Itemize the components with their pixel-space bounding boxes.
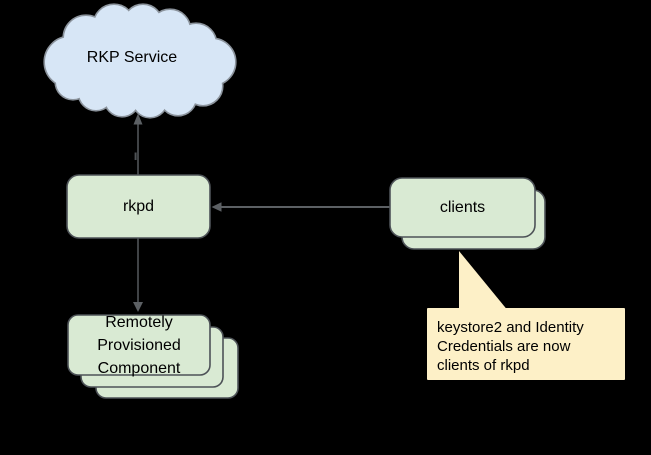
callout-text-line3: clients of rkpd bbox=[437, 357, 530, 374]
arrowhead-up-icon bbox=[133, 113, 143, 125]
arrow-clients-to-rkpd bbox=[211, 202, 390, 212]
arrowhead-down-icon bbox=[133, 302, 143, 312]
arrow-rkpd-to-rkp-service bbox=[133, 113, 143, 175]
callout-tail bbox=[459, 251, 509, 312]
arrowhead-left-icon bbox=[211, 202, 222, 212]
rpc-box-stack bbox=[67, 314, 239, 399]
rpc-box-front bbox=[67, 314, 211, 376]
clients-box-front bbox=[389, 177, 536, 238]
callout-text-line2: Credentials are now bbox=[437, 338, 571, 355]
callout-bubble bbox=[427, 251, 625, 380]
rkp-service-cloud bbox=[43, 3, 237, 119]
callout-text-line1: keystore2 and Identity bbox=[437, 319, 584, 336]
callout-text: keystore2 and Identity Credentials are n… bbox=[437, 318, 622, 375]
rkpd-box bbox=[66, 174, 211, 239]
clients-box-stack bbox=[389, 177, 546, 250]
arrow-rkpd-to-rpc bbox=[133, 238, 143, 312]
callout-body bbox=[427, 308, 625, 380]
connector-tick bbox=[134, 152, 137, 160]
